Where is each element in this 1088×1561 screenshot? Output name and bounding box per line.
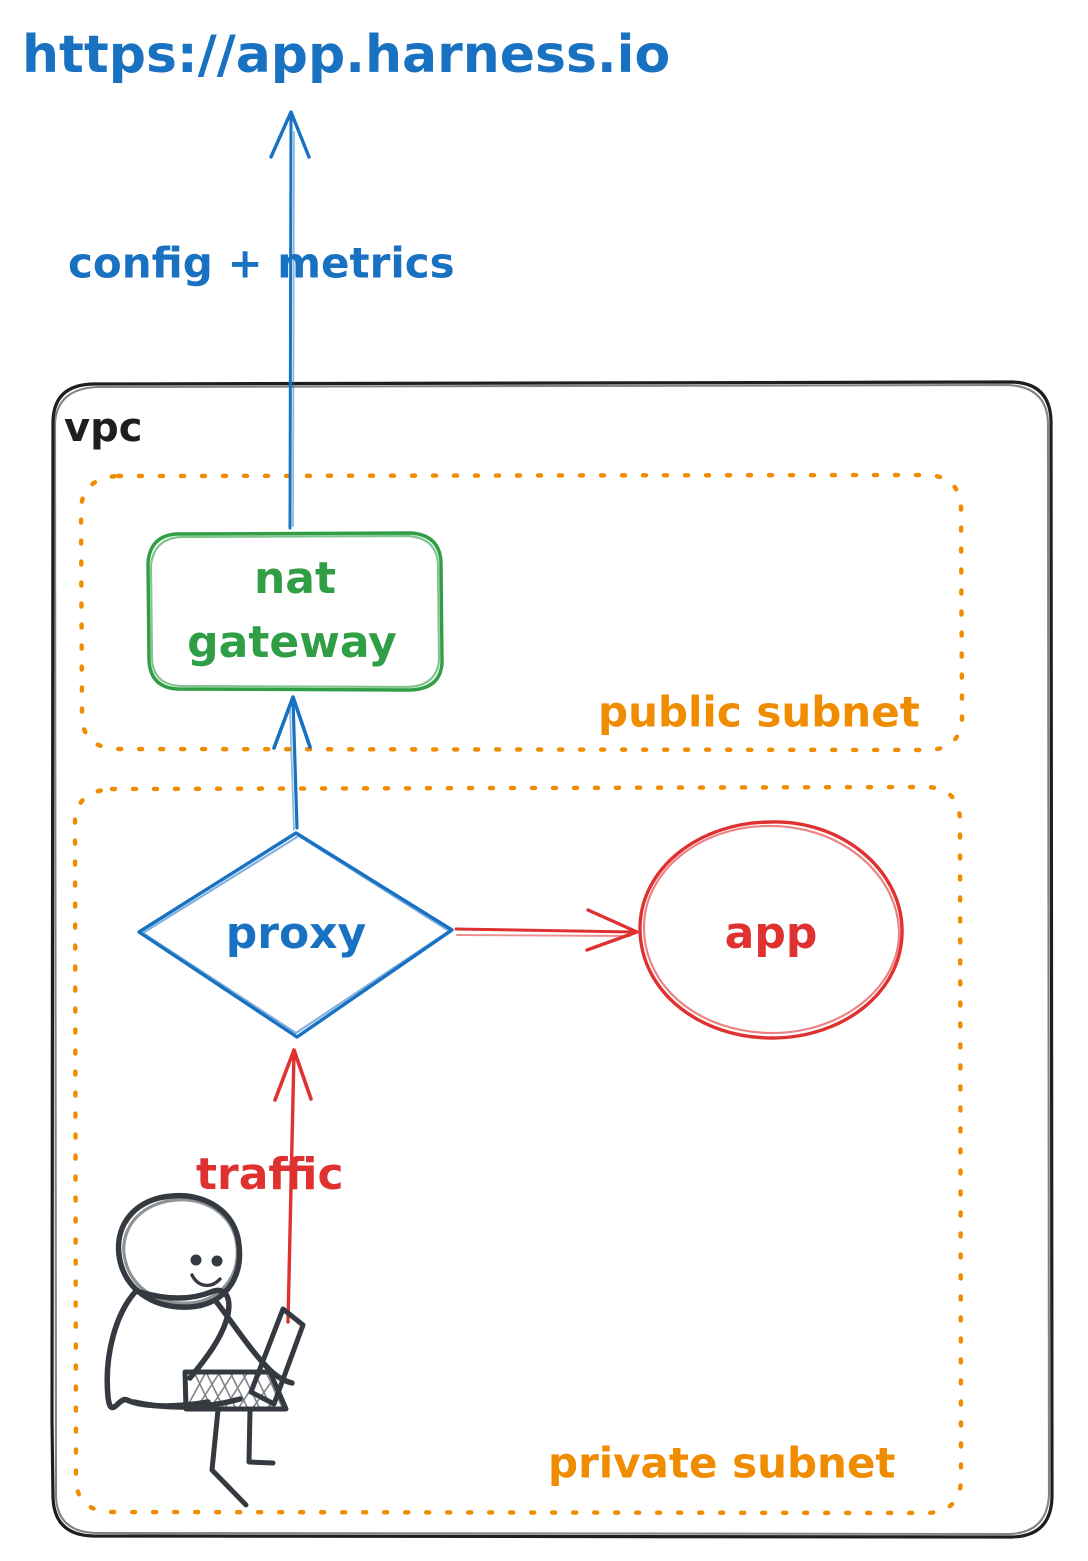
- edge-user-to-proxy[interactable]: traffic: [196, 1048, 344, 1324]
- app-node[interactable]: app: [638, 820, 904, 1040]
- endpoint-url-label[interactable]: https://app.harness.io: [22, 25, 670, 85]
- arrowhead-up-nat: [272, 695, 312, 750]
- edge-proxy-to-app[interactable]: [454, 908, 639, 952]
- edge-proxy-to-app-line: [454, 927, 636, 934]
- nat-gateway-node[interactable]: nat gateway: [146, 531, 444, 692]
- vpc-label: vpc: [64, 405, 142, 451]
- traffic-label: traffic: [196, 1149, 344, 1200]
- edge-user-to-proxy-line: [286, 1051, 296, 1324]
- laptop-keyboard-hatch: [187, 1371, 284, 1410]
- nat-gateway-border-second-pass: [149, 534, 441, 689]
- proxy-border: [137, 831, 454, 1039]
- nat-gateway-border: [146, 531, 444, 692]
- person-leg-back: [246, 1407, 276, 1466]
- edge-proxy-to-app-line-2: [456, 934, 631, 937]
- arrowhead-right-app: [585, 908, 639, 952]
- app-label: app: [725, 908, 818, 959]
- edge-nat-to-endpoint-line: [288, 116, 293, 530]
- person-leg-front: [209, 1407, 249, 1508]
- public-subnet-border: [78, 472, 965, 753]
- edge-proxy-to-nat-line: [291, 698, 299, 830]
- person-head-second-pass: [122, 1198, 239, 1305]
- public-subnet-label: public subnet: [598, 688, 920, 737]
- person-eye-left-icon: [190, 1254, 202, 1266]
- private-subnet-container[interactable]: private subnet: [72, 784, 964, 1516]
- edge-proxy-to-nat-line-2: [289, 709, 295, 831]
- private-subnet-label: private subnet: [548, 1439, 896, 1488]
- app-border-second-pass: [642, 824, 901, 1035]
- edge-nat-to-endpoint[interactable]: config + metrics: [68, 110, 455, 530]
- arrowhead-up-endpoint: [269, 110, 311, 159]
- app-border: [638, 820, 904, 1040]
- nat-gateway-label-line2: gateway: [187, 617, 397, 668]
- public-subnet-container[interactable]: public subnet: [78, 472, 965, 753]
- nat-gateway-label-line1: nat: [254, 553, 336, 604]
- person-torso: [137, 1287, 232, 1381]
- vpc-border-second-pass: [53, 383, 1051, 1536]
- person-head-icon: [115, 1192, 243, 1310]
- config-metrics-label: config + metrics: [68, 239, 455, 288]
- vpc-border: [50, 380, 1054, 1539]
- proxy-node[interactable]: proxy: [137, 831, 454, 1039]
- person-eye-right-icon: [211, 1255, 223, 1267]
- person-smile-icon: [190, 1273, 222, 1287]
- proxy-border-second-pass: [141, 834, 451, 1035]
- proxy-label: proxy: [226, 908, 367, 959]
- laptop-screen-icon: [248, 1306, 306, 1407]
- arrowhead-up-proxy: [273, 1048, 313, 1102]
- edge-nat-to-endpoint-line-2: [292, 131, 295, 527]
- user-figure[interactable]: [104, 1192, 306, 1508]
- vpc-container[interactable]: vpc: [50, 380, 1054, 1539]
- edge-proxy-to-nat[interactable]: [272, 695, 312, 831]
